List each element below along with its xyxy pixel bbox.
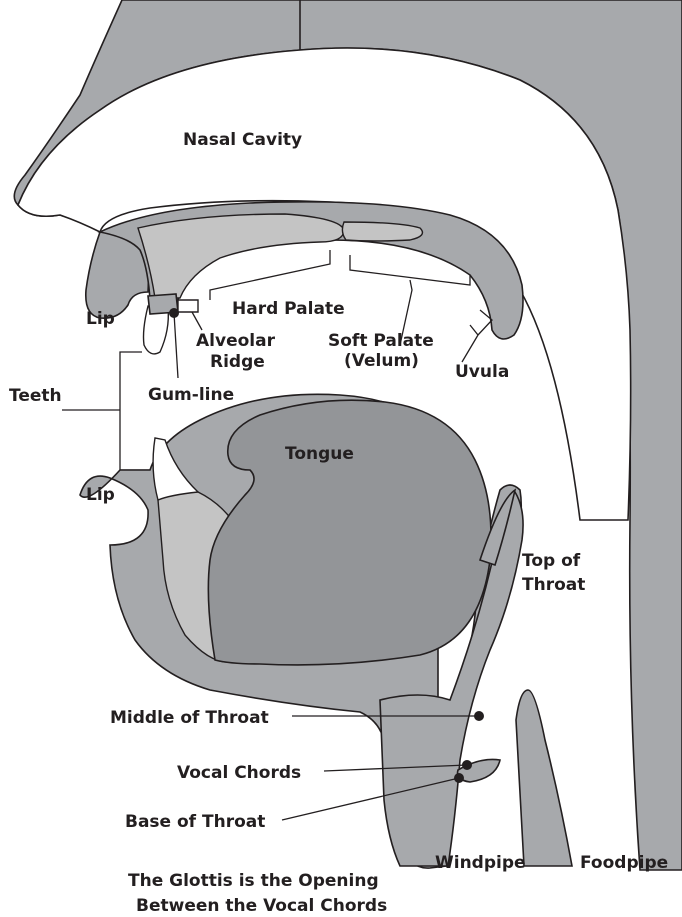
label-base-of-throat: Base of Throat (125, 812, 265, 832)
label-top-of-throat-1: Top of (522, 551, 581, 571)
label-foodpipe: Foodpipe (580, 853, 668, 873)
label-nasal-cavity: Nasal Cavity (183, 130, 302, 150)
label-gum-line: Gum-line (148, 385, 234, 405)
label-top-of-throat-2: Throat (522, 575, 585, 595)
alveolar-pointer (192, 312, 202, 330)
label-middle-of-throat: Middle of Throat (110, 708, 269, 728)
label-soft-palate-2: (Velum) (344, 351, 419, 371)
label-uvula: Uvula (455, 362, 509, 382)
label-lip-upper: Lip (86, 309, 115, 329)
label-teeth: Teeth (9, 386, 62, 406)
alveolar-block (178, 300, 198, 312)
foodpipe-shape (516, 690, 572, 866)
caption-line-1: The Glottis is the Opening (128, 871, 379, 891)
label-windpipe: Windpipe (435, 853, 526, 873)
label-vocal-chords: Vocal Chords (177, 763, 301, 783)
hard-palate-bracket (210, 250, 330, 300)
label-tongue: Tongue (285, 444, 354, 464)
label-soft-palate-1: Soft Palate (328, 331, 434, 351)
label-lip-lower: Lip (86, 485, 115, 505)
tongue-shape (208, 400, 491, 665)
caption-line-2: Between the Vocal Chords (136, 896, 387, 916)
label-alveolar-ridge-1: Alveolar (196, 331, 276, 351)
label-hard-palate: Hard Palate (232, 299, 345, 319)
gum-line-pointer (174, 313, 178, 378)
hard-palate-inner (138, 214, 344, 298)
label-alveolar-ridge-2: Ridge (210, 352, 265, 372)
teeth-bracket (62, 352, 152, 470)
uvula-bracket (462, 310, 492, 362)
